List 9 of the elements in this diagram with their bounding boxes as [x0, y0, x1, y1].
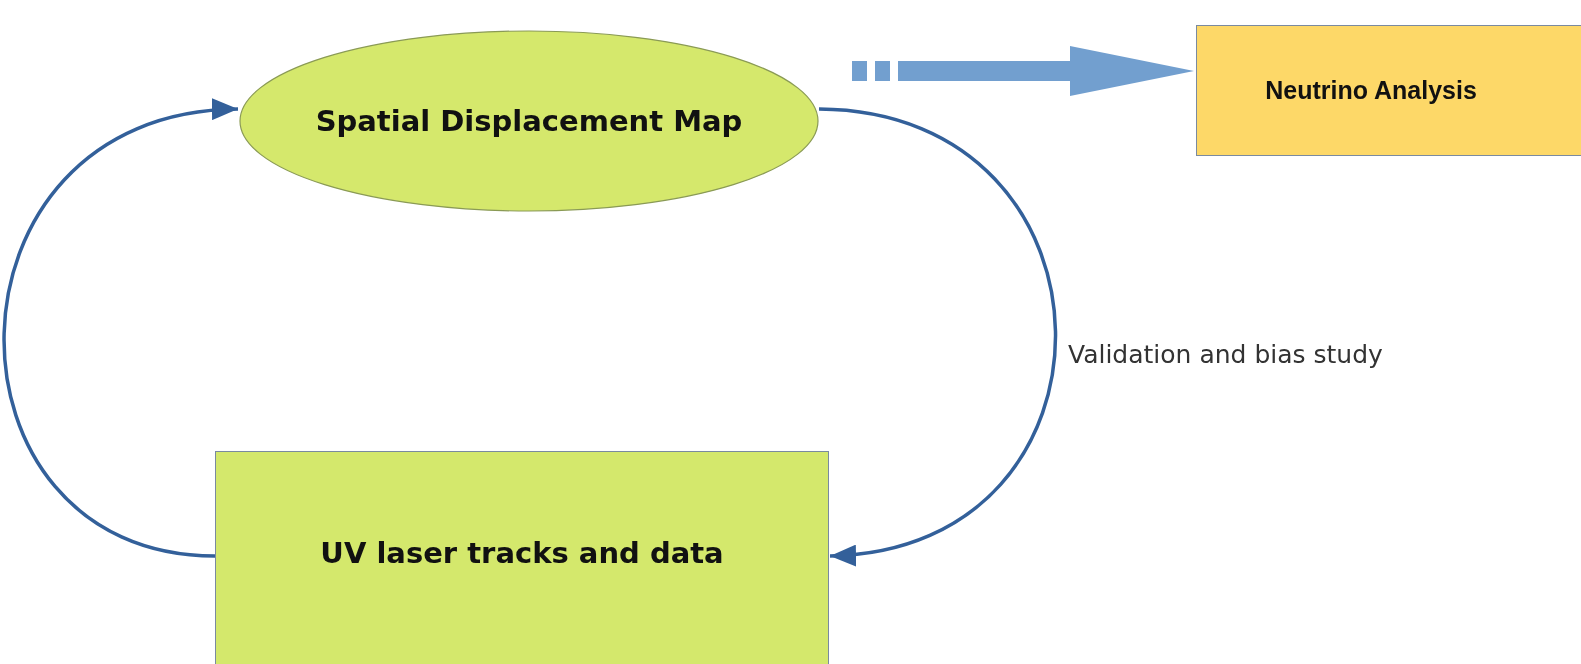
block-arrow [898, 46, 1194, 96]
process-ellipse [239, 30, 819, 212]
curved-arrow [2, 101, 239, 558]
curved-arrow [818, 107, 1058, 564]
node-label: Spatial Displacement Map [315, 104, 743, 138]
node-label: UV laser tracks and data [320, 536, 724, 570]
node-label: Neutrino Analysis [1265, 76, 1477, 105]
data-box [215, 451, 829, 664]
output-box [1196, 25, 1581, 156]
